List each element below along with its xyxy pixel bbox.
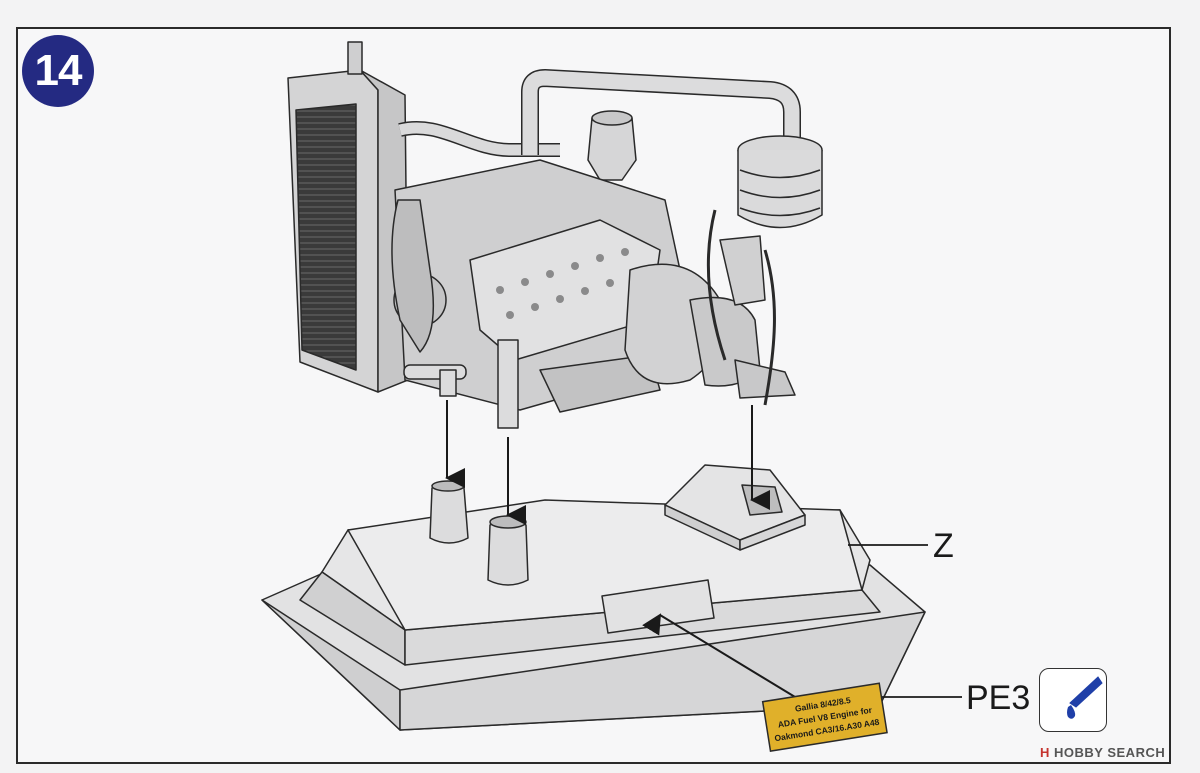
- watermark: H HOBBY SEARCH: [1040, 745, 1165, 760]
- engine-assembly: [287, 41, 823, 429]
- part-label-z: Z: [933, 527, 954, 565]
- part-label-pe3: PE3: [966, 679, 1031, 717]
- assembly-arrows: [445, 400, 801, 701]
- step-number-badge: 14: [22, 35, 94, 107]
- watermark-text: HOBBY SEARCH: [1054, 745, 1166, 760]
- paint-drop-icon: [1039, 668, 1107, 732]
- arrow-nameplate: [642, 613, 801, 701]
- photo-etch-nameplate: Gallia 8/42/8.5 ADA Fuel V8 Engine for O…: [761, 682, 888, 752]
- callout-leaders: [848, 544, 962, 698]
- watermark-logo-icon: H: [1040, 745, 1050, 760]
- display-base: [261, 464, 926, 731]
